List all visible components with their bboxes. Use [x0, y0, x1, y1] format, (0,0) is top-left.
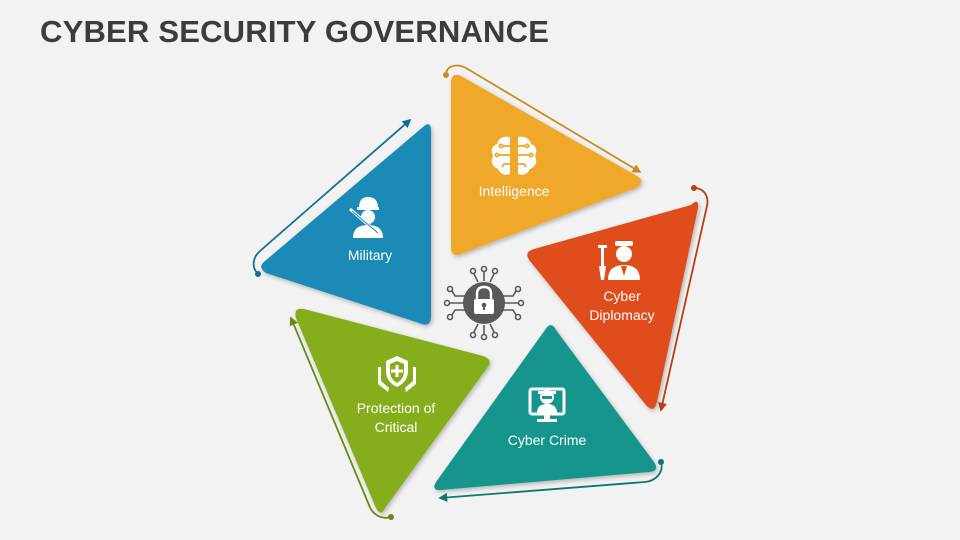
shield-hands-icon	[378, 356, 416, 392]
protection-label-line-1: Protection of	[357, 400, 436, 416]
cyber-crime-arrow	[438, 459, 664, 502]
page-title: CYBER SECURITY GOVERNANCE	[40, 14, 550, 49]
hacker-computer-icon	[528, 387, 566, 422]
intelligence-segment	[451, 74, 642, 256]
cyber-crime-label: Cyber Crime	[508, 432, 587, 448]
military-arrow	[252, 118, 412, 277]
protection-arrow	[289, 316, 394, 520]
protection-segment	[295, 308, 490, 513]
cyber-diplomacy-label-line-1: Cyber	[603, 288, 641, 304]
intelligence-label: Intelligence	[479, 183, 550, 199]
intelligence-arrow	[443, 64, 642, 173]
cyber-diplomacy-segment	[527, 201, 699, 409]
cyber-diplomacy-label-line-2: Diplomacy	[589, 307, 654, 323]
diplomat-icon	[598, 241, 640, 280]
soldier-icon	[349, 197, 383, 238]
diplomacy-arrow	[658, 185, 709, 412]
military-label: Military	[348, 247, 392, 263]
protection-label-line-2: Critical	[375, 419, 418, 435]
brain-circuit-icon	[491, 136, 537, 175]
padlock-circuit-icon	[443, 265, 525, 341]
military-segment	[261, 124, 431, 325]
